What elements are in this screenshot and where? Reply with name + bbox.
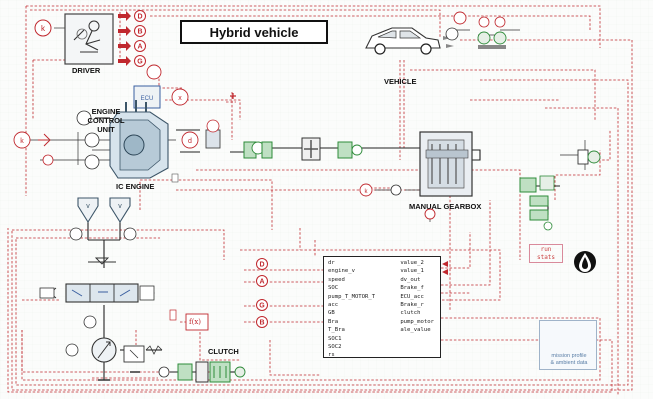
driver-port-d: D xyxy=(135,11,146,22)
interface-output-port: value_2 xyxy=(400,259,434,267)
svg-text:B: B xyxy=(137,29,142,36)
water-drop-icon xyxy=(574,251,596,273)
svg-text:A: A xyxy=(137,44,142,51)
svg-text:D: D xyxy=(137,14,142,21)
interface-input-port: SOC xyxy=(328,284,375,292)
vehicle-label: VEHICLE xyxy=(384,77,417,86)
interface-output-port: pump_motor xyxy=(400,318,434,326)
svg-text:x: x xyxy=(178,95,182,102)
interface-output-port: ale_value xyxy=(400,326,434,334)
svg-text:k: k xyxy=(20,138,24,145)
svg-text:B: B xyxy=(259,320,264,327)
run-stats-button[interactable]: run stats xyxy=(529,244,563,263)
mission-caption-line-2: & ambient data xyxy=(542,360,596,367)
interface-output-port: dv_out xyxy=(400,276,434,284)
svg-text:d: d xyxy=(188,138,192,145)
clutch-label: CLUTCH xyxy=(208,347,239,356)
driver-port-g: G xyxy=(135,56,146,67)
svg-text:D: D xyxy=(259,262,264,269)
svg-text:G: G xyxy=(137,59,143,66)
driver-block xyxy=(65,14,113,64)
ecu-label: ENGINE CONTROL UNIT xyxy=(84,107,128,134)
diagram-title: Hybrid vehicle xyxy=(180,20,328,44)
engine-output-shaft xyxy=(206,120,220,148)
interface-output-port: ECU_acc xyxy=(400,293,434,301)
interface-output-port: Brake_f xyxy=(400,284,434,292)
interface-input-port: SOC2 xyxy=(328,343,375,351)
driver-input-k-icon: k xyxy=(35,20,51,36)
interface-port-d: D xyxy=(257,259,268,270)
mission-profile-caption: mission profile & ambient data xyxy=(542,353,596,367)
mission-profile-block[interactable]: mission profile & ambient data xyxy=(539,320,597,370)
interface-port-a: A xyxy=(257,276,268,287)
interface-input-port: T_Bra xyxy=(328,326,375,334)
interface-output-port: Brake_r xyxy=(400,301,434,309)
driver-port-a: A xyxy=(135,41,146,52)
interface-port-g: G xyxy=(257,300,268,311)
svg-text:A: A xyxy=(259,279,264,286)
interface-input-port: engine_v xyxy=(328,267,375,275)
manual-gearbox-label: MANUAL GEARBOX xyxy=(409,202,481,211)
run-stats-line-2: stats xyxy=(530,254,562,262)
driver-port-b: B xyxy=(135,26,146,37)
ic-engine-label: IC ENGINE xyxy=(116,182,154,191)
svg-text:v: v xyxy=(86,203,90,210)
ecu-label-line-2: CONTROL xyxy=(84,116,128,125)
svg-text:ECU: ECU xyxy=(141,96,154,102)
interface-input-port: Bra xyxy=(328,318,375,326)
interface-input-port: acc xyxy=(328,301,375,309)
svg-text:G: G xyxy=(259,303,265,310)
interface-input-port: SOC1 xyxy=(328,335,375,343)
svg-text:v: v xyxy=(118,203,122,210)
interface-input-port: dr xyxy=(328,259,375,267)
interface-input-port: rs xyxy=(328,351,375,359)
run-stats-line-1: run xyxy=(530,246,562,254)
ecu-label-line-1: ENGINE xyxy=(84,107,128,116)
function-block-label: f(x) xyxy=(189,318,201,326)
mission-caption-line-1: mission profile xyxy=(542,353,596,360)
interface-input-port: pump_T_MOTOR_T xyxy=(328,293,375,301)
ecu-label-line-3: UNIT xyxy=(84,125,128,134)
interface-input-port: GB xyxy=(328,309,375,317)
interface-output-port: value_1 xyxy=(400,267,434,275)
interface-output-port: clutch xyxy=(400,309,434,317)
interface-input-port: speed xyxy=(328,276,375,284)
interface-port-b: B xyxy=(257,317,268,328)
driver-label: DRIVER xyxy=(72,66,100,75)
